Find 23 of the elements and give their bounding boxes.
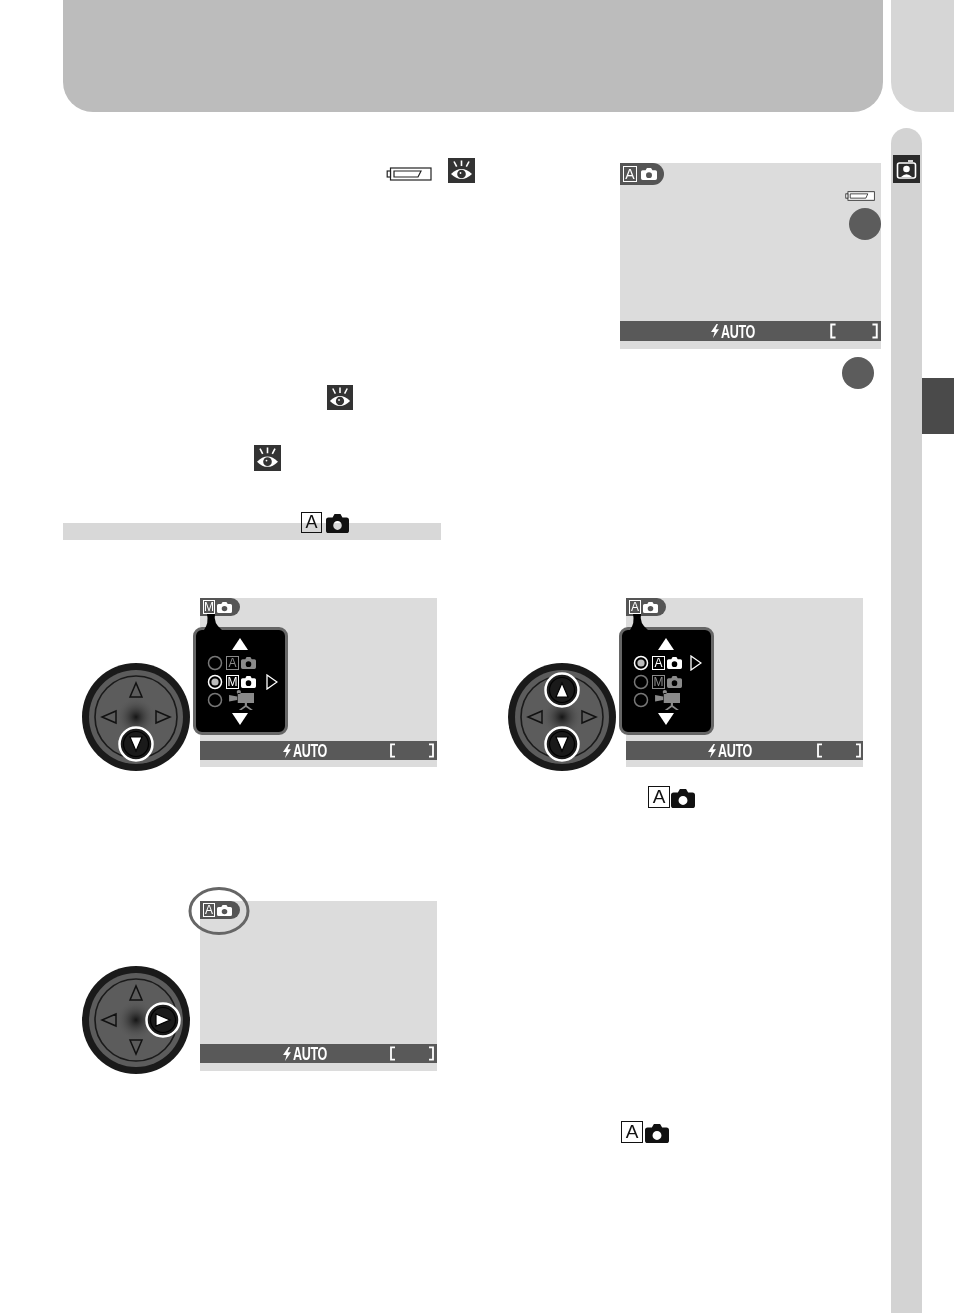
- lcd-screen: [620, 163, 881, 349]
- mode-letter: A: [203, 903, 215, 917]
- mode-letter: A: [226, 656, 239, 670]
- mode-menu-panel: [193, 627, 288, 735]
- mode-letter: M: [652, 675, 665, 689]
- mode-tab: [626, 598, 666, 616]
- mode-letter: A: [652, 656, 665, 670]
- lcd-screen: [200, 901, 437, 1071]
- mode-tab: [200, 598, 240, 616]
- mode-letter: A: [623, 166, 637, 182]
- mode-letter: A: [629, 600, 641, 614]
- mode-tab: [620, 163, 664, 185]
- flash-mode-text: AUTO: [721, 322, 755, 341]
- mode-menu-panel: [619, 627, 714, 735]
- flash-mode-text: AUTO: [293, 1044, 327, 1063]
- flash-mode-text: AUTO: [293, 741, 327, 760]
- mode-letter: M: [203, 600, 215, 614]
- mode-letter: A: [648, 786, 670, 808]
- mode-letter: A: [621, 1121, 643, 1143]
- mode-letter: A: [301, 512, 322, 533]
- mode-letter: M: [226, 675, 239, 689]
- flash-mode-text: AUTO: [718, 741, 752, 760]
- mode-tab: [200, 901, 240, 919]
